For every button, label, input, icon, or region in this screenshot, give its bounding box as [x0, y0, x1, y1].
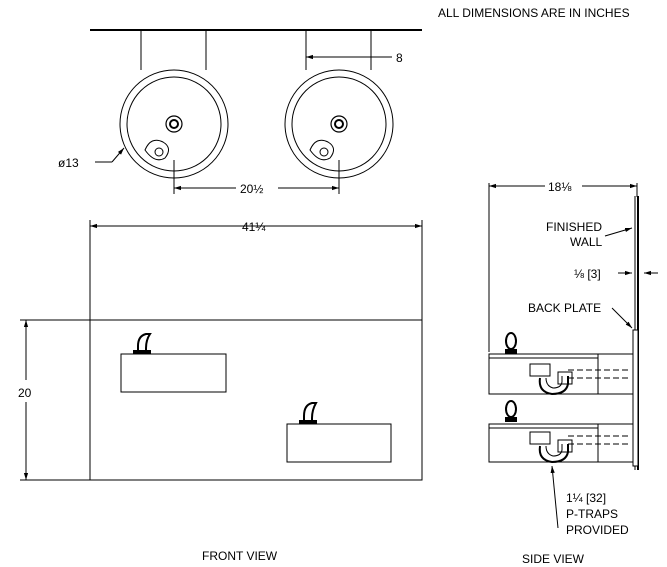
- dim-width: 41¼: [242, 220, 266, 234]
- drain-icon: [330, 115, 348, 133]
- bubbler-icon: [144, 139, 169, 161]
- dim-spacing: 8: [396, 51, 403, 65]
- bubbler-icon: [303, 402, 318, 424]
- front-view: 41¼ 20 FRONT VIEW: [18, 220, 423, 563]
- valve: [529, 431, 551, 445]
- valve: [529, 363, 551, 377]
- dim-center: 20½: [240, 182, 263, 196]
- drain-icon: [165, 115, 183, 133]
- top-view: 8 ø13 20½: [58, 29, 422, 196]
- dim-gap: ⅛ [3]: [574, 267, 601, 281]
- side-view: 18⅛ FINISHED WALL ⅛ [3] BACK PLATE: [488, 180, 658, 566]
- dim-depth: 18⅛: [548, 180, 572, 194]
- dim-height: 20: [18, 386, 32, 400]
- front-view-title: FRONT VIEW: [202, 549, 278, 563]
- fountain-low: [286, 423, 392, 463]
- bowl-left: [119, 30, 229, 179]
- label-ptrap-size: 1¼ [32]: [566, 491, 606, 505]
- bubbler-icon: [505, 400, 517, 418]
- p-trap: [538, 376, 569, 396]
- bubbler-icon: [137, 333, 152, 354]
- bubbler-icon: [309, 139, 334, 161]
- bowl-right: [284, 30, 394, 179]
- label-finished: FINISHED: [546, 220, 602, 234]
- fountain-upper-side: [488, 332, 634, 396]
- fountain-lower-side: [488, 400, 634, 464]
- bubbler-icon: [505, 332, 517, 350]
- wall-outline: [89, 225, 423, 481]
- label-provided: PROVIDED: [566, 523, 629, 537]
- label-ptrap: P-TRAPS: [566, 507, 618, 521]
- units-note: ALL DIMENSIONS ARE IN INCHES: [438, 6, 630, 20]
- fountain-high: [120, 353, 227, 393]
- side-view-title: SIDE VIEW: [522, 552, 585, 566]
- dim-diameter: ø13: [58, 156, 79, 170]
- back-plate: [632, 329, 639, 467]
- label-back-plate: BACK PLATE: [528, 301, 601, 315]
- p-trap: [538, 444, 569, 464]
- label-wall: WALL: [570, 235, 603, 249]
